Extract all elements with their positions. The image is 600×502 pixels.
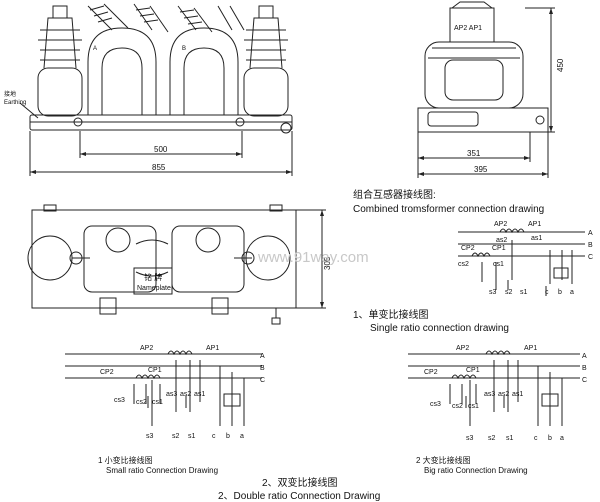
sr-as2: as2 <box>496 237 507 244</box>
combined-title-en: Combined tromsformer connection drawing <box>353 204 544 215</box>
sm-B: B <box>260 365 265 372</box>
earthing-label-en: Earthing <box>4 100 26 106</box>
small-ratio-cn: 1 小变比接线图 <box>98 455 153 465</box>
dim-450: 450 <box>556 58 565 72</box>
sm-as1: as1 <box>194 391 205 398</box>
sr-ap2: AP2 <box>494 221 507 228</box>
sm-s1: s1 <box>188 433 196 440</box>
bg-cs2: cs2 <box>452 403 463 410</box>
bg-C: C <box>582 377 587 384</box>
double-title-en: 2、Double ratio Connection Drawing <box>218 491 380 502</box>
sm-cs2: cs2 <box>136 399 147 406</box>
top-view <box>27 204 326 325</box>
dim-305: 305 <box>323 256 332 270</box>
bg-a: a <box>560 435 564 442</box>
sm-as3: as3 <box>166 391 177 398</box>
bg-as1: as1 <box>512 391 523 398</box>
combined-title-cn: 组合互感器接线图: <box>353 188 436 201</box>
front-view <box>19 3 293 176</box>
sr-cp2: CP2 <box>461 245 475 252</box>
sm-ap1: AP1 <box>206 345 219 352</box>
side-dim-arrows <box>418 8 553 176</box>
sm-ap2: AP2 <box>140 345 153 352</box>
dim-500: 500 <box>154 145 168 154</box>
bg-cs3: cs3 <box>430 401 441 408</box>
sr-s3: s3 <box>489 289 497 296</box>
sr-cs1: cs1 <box>493 261 504 268</box>
sm-cp1: CP1 <box>148 367 162 374</box>
earthing-label-cn: 接地 <box>4 90 16 98</box>
terminal-a-label: A <box>93 46 97 52</box>
nameplate-cn: 铭 牌 <box>144 272 162 282</box>
sr-C: C <box>588 254 593 261</box>
bg-as3: as3 <box>484 391 495 398</box>
bg-ap1: AP1 <box>524 345 537 352</box>
single-title-en: Single ratio connection drawing <box>370 323 509 334</box>
sm-A: A <box>260 353 265 360</box>
bg-cs1: cs1 <box>468 403 479 410</box>
sm-cs1: cs1 <box>152 399 163 406</box>
sr-cs2: cs2 <box>458 261 469 268</box>
big-ratio-en: Big ratio Connection Drawing <box>424 466 528 475</box>
side-ap-label: AP2 AP1 <box>454 25 482 32</box>
sr-B: B <box>588 242 593 249</box>
bg-A: A <box>582 353 587 360</box>
watermark: www.91way.com <box>257 249 369 266</box>
sr-cp1: CP1 <box>492 245 506 252</box>
bg-s2: s2 <box>488 435 496 442</box>
sr-c: c <box>545 289 549 296</box>
single-title-cn: 1、单变比接线图 <box>353 308 429 321</box>
bg-s1: s1 <box>506 435 514 442</box>
dim-855: 855 <box>152 163 166 172</box>
single-ratio-schematic <box>458 228 585 296</box>
sm-C: C <box>260 377 265 384</box>
sm-a: a <box>240 433 244 440</box>
big-ratio-schematic <box>408 350 580 426</box>
sm-cs3: cs3 <box>114 397 125 404</box>
bg-as2: as2 <box>498 391 509 398</box>
sm-cp2: CP2 <box>100 369 114 376</box>
bg-ap2: AP2 <box>456 345 469 352</box>
sm-b: b <box>226 433 230 440</box>
big-ratio-cn: 2 大变比接线图 <box>416 455 471 465</box>
sm-c: c <box>212 433 216 440</box>
side-view <box>417 1 555 178</box>
sr-a: a <box>570 289 574 296</box>
bg-B: B <box>582 365 587 372</box>
sr-s1: s1 <box>520 289 528 296</box>
bg-s3: s3 <box>466 435 474 442</box>
bg-c: c <box>534 435 538 442</box>
small-ratio-en: Small ratio Connection Drawing <box>106 466 218 475</box>
sr-ap1: AP1 <box>528 221 541 228</box>
sr-b: b <box>558 289 562 296</box>
bg-b: b <box>548 435 552 442</box>
sr-A: A <box>588 230 593 237</box>
terminal-b-label: B <box>182 46 186 52</box>
sr-s2: s2 <box>505 289 513 296</box>
dim-351: 351 <box>467 149 481 158</box>
sm-s2: s2 <box>172 433 180 440</box>
sr-as1: as1 <box>531 235 542 242</box>
dim-395: 395 <box>474 165 488 174</box>
double-title-cn: 2、双变比接线图 <box>262 476 338 489</box>
bg-cp2: CP2 <box>424 369 438 376</box>
bg-cp1: CP1 <box>466 367 480 374</box>
sm-as2: as2 <box>180 391 191 398</box>
small-ratio-schematic <box>65 350 262 426</box>
nameplate-en: Nameplate <box>137 285 171 292</box>
sm-s3: s3 <box>146 433 154 440</box>
